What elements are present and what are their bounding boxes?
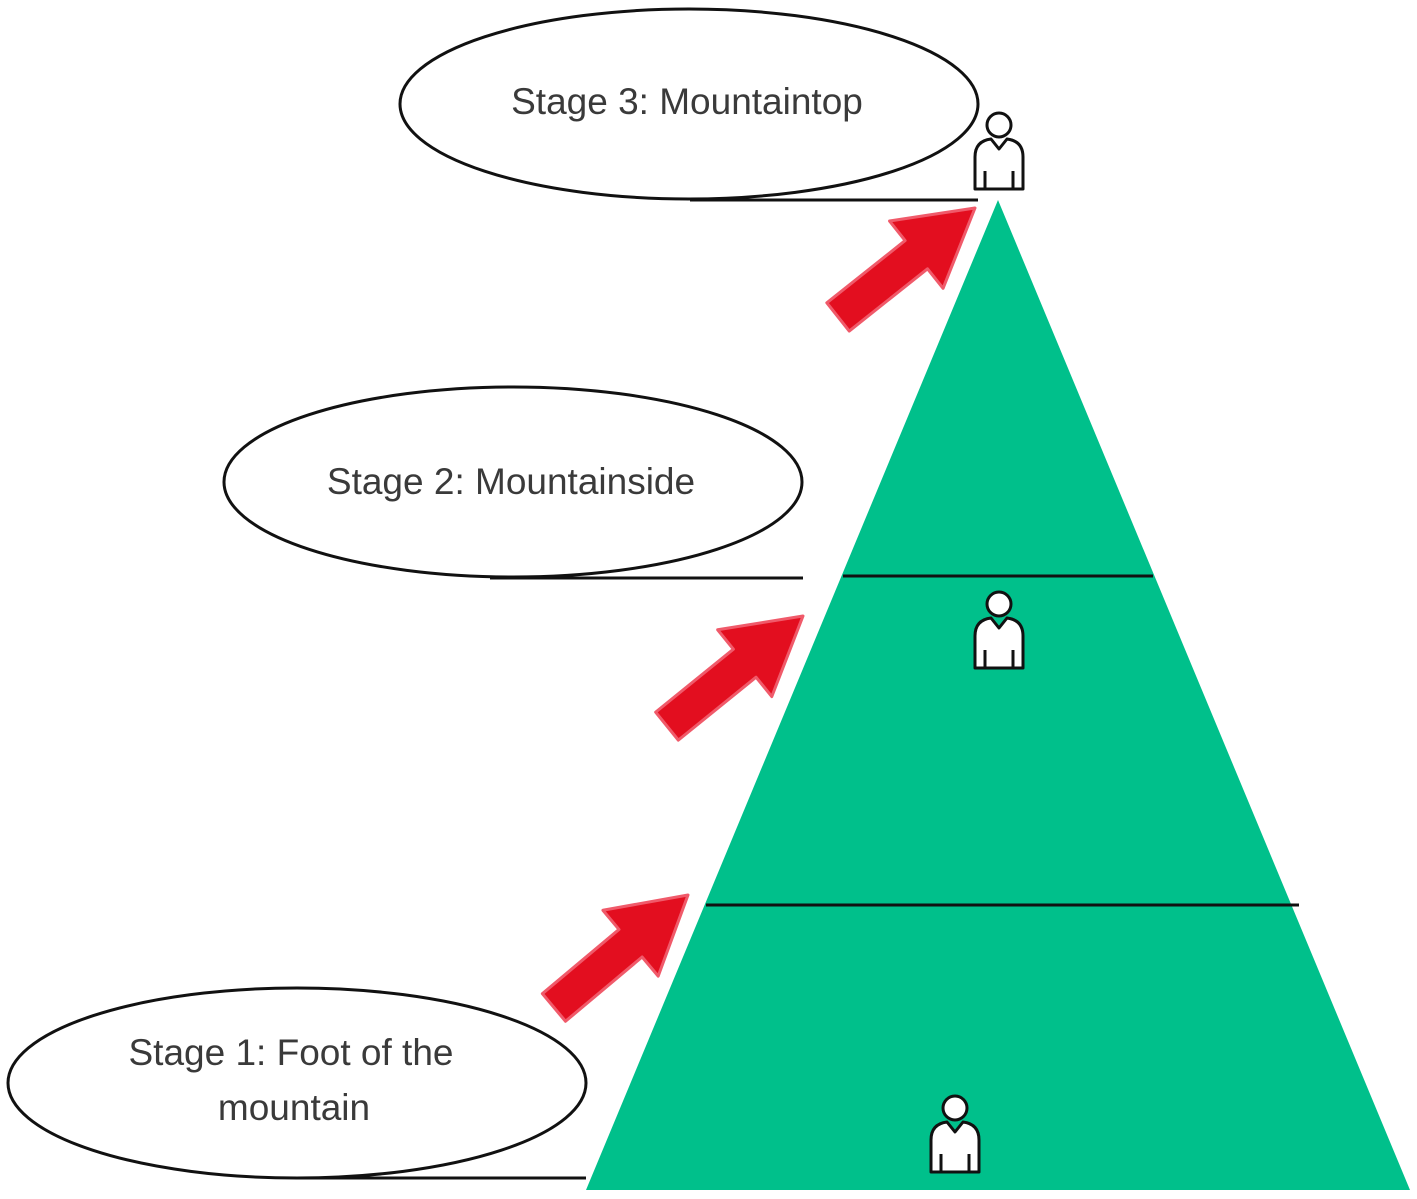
stage-2-label: Stage 2: Mountainside [327,461,695,502]
stage-3-label: Stage 3: Mountaintop [511,81,863,122]
stage-3-callout: Stage 3: Mountaintop [398,7,980,201]
stage-2-callout: Stage 2: Mountainside [222,385,804,579]
up-right-arrow [825,206,977,333]
person-icon [973,111,1025,191]
stage-1-label-line-1: Stage 1: Foot of the [129,1032,454,1073]
stage-1-callout: Stage 1: Foot of the mountain [6,986,588,1180]
stage-1-label-line-2: mountain [218,1087,370,1128]
mountain-triangle [586,200,1410,1190]
up-right-arrow [540,893,690,1023]
up-right-arrow [654,614,805,742]
